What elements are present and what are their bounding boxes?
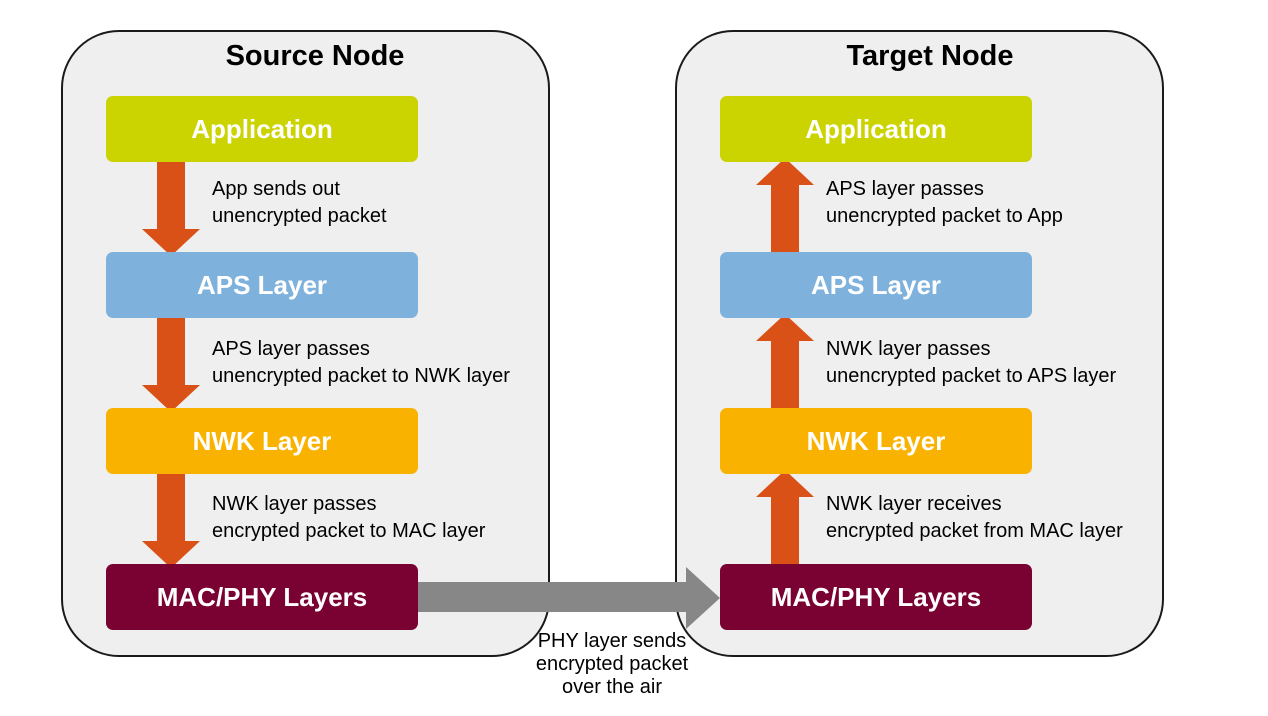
caption-aps-to-app: APS layer passes unencrypted packet to A… — [826, 178, 1063, 227]
caption-mac-to-nwk: NWK layer receives encrypted packet from… — [826, 493, 1123, 542]
source-aps-layer: APS Layer — [106, 252, 418, 318]
source-mac-phy-layers: MAC/PHY Layers — [106, 564, 418, 630]
arrow-nwk-to-aps — [756, 314, 814, 408]
caption-nwk-to-aps: NWK layer passes unencrypted packet to A… — [826, 338, 1117, 387]
arrow-over-the-air — [418, 567, 720, 629]
caption-aps-to-nwk: APS layer passes unencrypted packet to N… — [212, 338, 510, 387]
target-aps-layer: APS Layer — [720, 252, 1032, 318]
target-mac-phy-layers: MAC/PHY Layers — [720, 564, 1032, 630]
source-application-layer: Application — [106, 96, 418, 162]
arrow-mac-to-nwk — [756, 470, 814, 564]
over-the-air-caption: PHY layer sends encrypted packet over th… — [535, 630, 689, 698]
arrow-nwk-to-mac — [142, 474, 200, 568]
caption-nwk-to-mac: NWK layer passes encrypted packet to MAC… — [212, 493, 486, 542]
arrow-app-to-aps — [142, 162, 200, 256]
target-node-title: Target Node — [846, 40, 1014, 72]
arrow-aps-to-app — [756, 158, 814, 252]
source-node-title: Source Node — [225, 40, 405, 72]
source-nwk-layer: NWK Layer — [106, 408, 418, 474]
caption-app-to-aps: App sends out unencrypted packet — [212, 178, 387, 227]
target-nwk-layer: NWK Layer — [720, 408, 1032, 474]
target-application-layer: Application — [720, 96, 1032, 162]
arrow-aps-to-nwk — [142, 318, 200, 412]
